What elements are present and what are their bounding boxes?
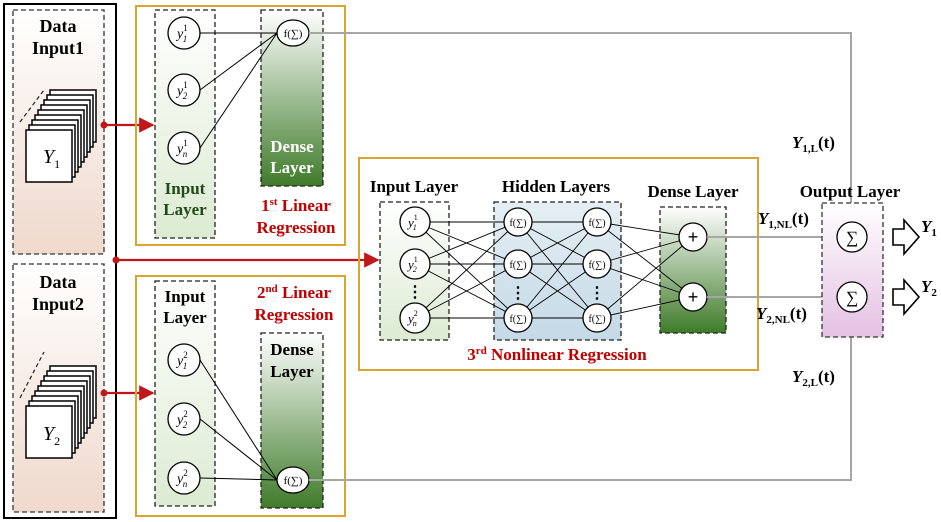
- lr1-input-nodes: [167, 16, 201, 165]
- lr2-input-layer-box: [154, 280, 216, 507]
- lr1-dense-node-label: f(∑): [284, 28, 303, 40]
- nlr-hidden-nodes: [503, 207, 612, 333]
- data-input1-stack-label: Y1: [43, 146, 60, 171]
- data-input1-title-line1: Data: [40, 16, 77, 36]
- nlr-hidden-node-1-2: f(∑): [509, 260, 526, 271]
- data-input1-title-line2: Input1: [32, 38, 84, 58]
- signal-y1NL-label: Y1,NL(t): [758, 209, 809, 231]
- output-y1-label: Y1: [921, 217, 937, 239]
- lr2-frame: [135, 275, 346, 517]
- lr2-dense-layer-label-1: Dense: [270, 340, 314, 359]
- lr1-input-layer-label-1: Input: [165, 179, 206, 198]
- nlr-dense-layer-label: Dense Layer: [647, 182, 739, 201]
- input-arrows: [100, 117, 380, 401]
- nlr-dense-plus-2: +: [688, 287, 699, 307]
- data-input2-title-line2: Input2: [32, 294, 84, 314]
- nlr-hidden-ellipsis-1: ⋮: [510, 285, 526, 302]
- lr2-input-nodes: [167, 343, 201, 495]
- signal-y1L-label: Y1,L(t): [792, 133, 835, 155]
- lr2-dense-layer-label-2: Layer: [270, 362, 314, 381]
- output-y2-label: Y2: [921, 277, 937, 299]
- nlr-frame: [358, 157, 759, 371]
- output-arrow-1-icon: [892, 217, 921, 257]
- signal-y2L-label: Y2,L(t): [792, 367, 835, 389]
- nlr-hidden-ellipsis-2: ⋮: [589, 285, 605, 302]
- data-input2-title-line1: Data: [40, 272, 77, 292]
- lr1-title-line1: 1st Linear: [261, 196, 331, 215]
- lr2-input-layer-label-1: Input: [165, 287, 206, 306]
- output-sum-node-1: [836, 221, 868, 253]
- lr1-connections: [199, 32, 278, 149]
- nlr-hidden-node-1-1: f(∑): [509, 218, 526, 229]
- nlr-title: 3rd Nonlinear Regression: [467, 345, 647, 364]
- output-sum-1-label: ∑: [846, 228, 858, 247]
- lr1-title-line2: Regression: [256, 218, 336, 237]
- nlr-dense-nodes: [678, 222, 708, 312]
- nlr-hidden-node-2-1: f(∑): [588, 218, 605, 229]
- lr2-connections: [199, 359, 278, 481]
- data-input2-stack-label: Y2: [43, 423, 60, 448]
- lr1-frame: [135, 5, 346, 246]
- output-layer-label: Output Layer: [800, 182, 901, 201]
- lr2-dense-node-label: f(∑): [284, 475, 303, 487]
- lr1-input-layer-label-2: Layer: [163, 200, 207, 219]
- output-sum-node-2: [836, 281, 868, 313]
- nlr-input-layer-label: Input Layer: [370, 177, 459, 196]
- output-arrow-2-icon: [892, 277, 921, 317]
- data-input2-stack-arrow: [19, 351, 45, 399]
- nlr-hidden-node-2-2: f(∑): [588, 260, 605, 271]
- grey-connectors: [309, 32, 858, 481]
- nlr-dense-plus-1: +: [688, 227, 699, 247]
- nlr-hidden-layers-label: Hidden Layers: [502, 177, 611, 196]
- data-input2-stack: [25, 365, 97, 459]
- nlr-input-ellipsis: ⋮: [407, 284, 423, 301]
- lr2-input-layer-label-2: Layer: [163, 308, 207, 327]
- nlr-hidden-node-1-n: f(∑): [509, 314, 526, 325]
- nlr-hidden-node-2-n: f(∑): [588, 314, 605, 325]
- lr2-title-line1: 2nd Linear: [257, 283, 332, 302]
- lr2-title-line2: Regression: [254, 305, 334, 324]
- nlr-input-nodes: [399, 206, 431, 334]
- nlr-connections: [414, 221, 694, 319]
- lr1-dense-layer-label-1: Dense: [270, 137, 314, 156]
- output-sum-2-label: ∑: [846, 288, 858, 307]
- signal-y2NL-label: Y2,NL(t): [756, 304, 807, 326]
- lr1-dense-layer-label-2: Layer: [270, 158, 314, 177]
- data-input1-stack: [25, 89, 97, 183]
